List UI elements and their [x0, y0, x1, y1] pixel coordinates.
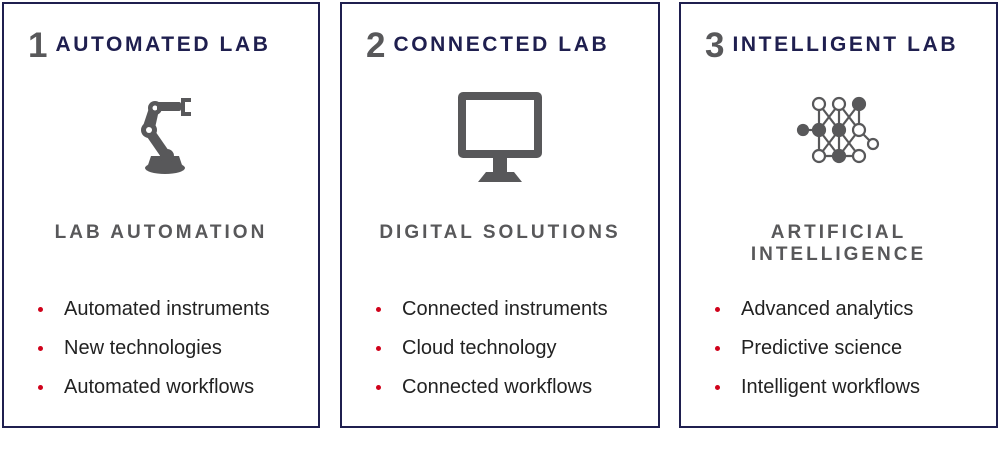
bullet-icon: [376, 346, 381, 351]
card-heading: AUTOMATED LAB: [55, 33, 271, 56]
card-subtitle: LAB AUTOMATION: [4, 222, 318, 244]
feature-label: Connected instruments: [402, 298, 608, 320]
card-subtitle: DIGITAL SOLUTIONS: [342, 222, 658, 244]
feature-label: Cloud technology: [402, 337, 557, 359]
feature-label: Automated workflows: [64, 376, 255, 398]
bullet-icon: [38, 307, 43, 312]
card-number: 2: [366, 26, 386, 65]
card-number: 1: [28, 26, 48, 65]
subtitle-line: INTELLIGENCE: [750, 244, 927, 265]
feature-list: Automated instruments New technologies A…: [38, 292, 312, 409]
subtitle-line: ARTIFICIAL: [770, 222, 907, 243]
bullet-icon: [715, 346, 720, 351]
list-item: Automated instruments: [38, 292, 312, 331]
card-title: 2 CONNECTED LAB: [366, 26, 648, 66]
list-item: Advanced analytics: [715, 292, 990, 331]
list-item: Automated workflows: [38, 370, 312, 409]
list-item: Cloud technology: [376, 331, 652, 370]
feature-label: New technologies: [64, 337, 222, 359]
feature-label: Connected workflows: [402, 376, 593, 398]
feature-label: Predictive science: [741, 337, 903, 359]
card-title: 1 AUTOMATED LAB: [28, 26, 308, 66]
card-number: 3: [705, 26, 725, 65]
card-connected-lab: 2 CONNECTED LAB DIGITAL SOLUTIONS Connect…: [340, 2, 660, 428]
bullet-icon: [715, 307, 720, 312]
bullet-icon: [376, 307, 381, 312]
card-intelligent-lab: 3 INTELLIGENT LAB: [679, 2, 998, 428]
robot-arm-icon: [4, 90, 318, 190]
feature-label: Advanced analytics: [741, 298, 914, 320]
bullet-icon: [38, 346, 43, 351]
bullet-icon: [376, 385, 381, 390]
subtitle-line: LAB AUTOMATION: [54, 222, 268, 243]
list-item: New technologies: [38, 331, 312, 370]
card-automated-lab: 1 AUTOMATED LAB LAB AUTOMATION Automated …: [2, 2, 320, 428]
card-heading: CONNECTED LAB: [393, 33, 610, 56]
list-item: Intelligent workflows: [715, 370, 990, 409]
bullet-icon: [38, 385, 43, 390]
feature-label: Automated instruments: [64, 298, 270, 320]
neural-network-icon: [681, 90, 996, 190]
list-item: Connected instruments: [376, 292, 652, 331]
subtitle-line: DIGITAL SOLUTIONS: [379, 222, 621, 243]
feature-label: Intelligent workflows: [741, 376, 920, 398]
feature-list: Connected instruments Cloud technology C…: [376, 292, 652, 409]
card-subtitle: ARTIFICIAL INTELLIGENCE: [681, 222, 996, 266]
list-item: Predictive science: [715, 331, 990, 370]
monitor-icon: [342, 90, 658, 190]
bullet-icon: [715, 385, 720, 390]
list-item: Connected workflows: [376, 370, 652, 409]
card-title: 3 INTELLIGENT LAB: [705, 26, 986, 66]
card-heading: INTELLIGENT LAB: [732, 33, 959, 56]
feature-list: Advanced analytics Predictive science In…: [715, 292, 990, 409]
